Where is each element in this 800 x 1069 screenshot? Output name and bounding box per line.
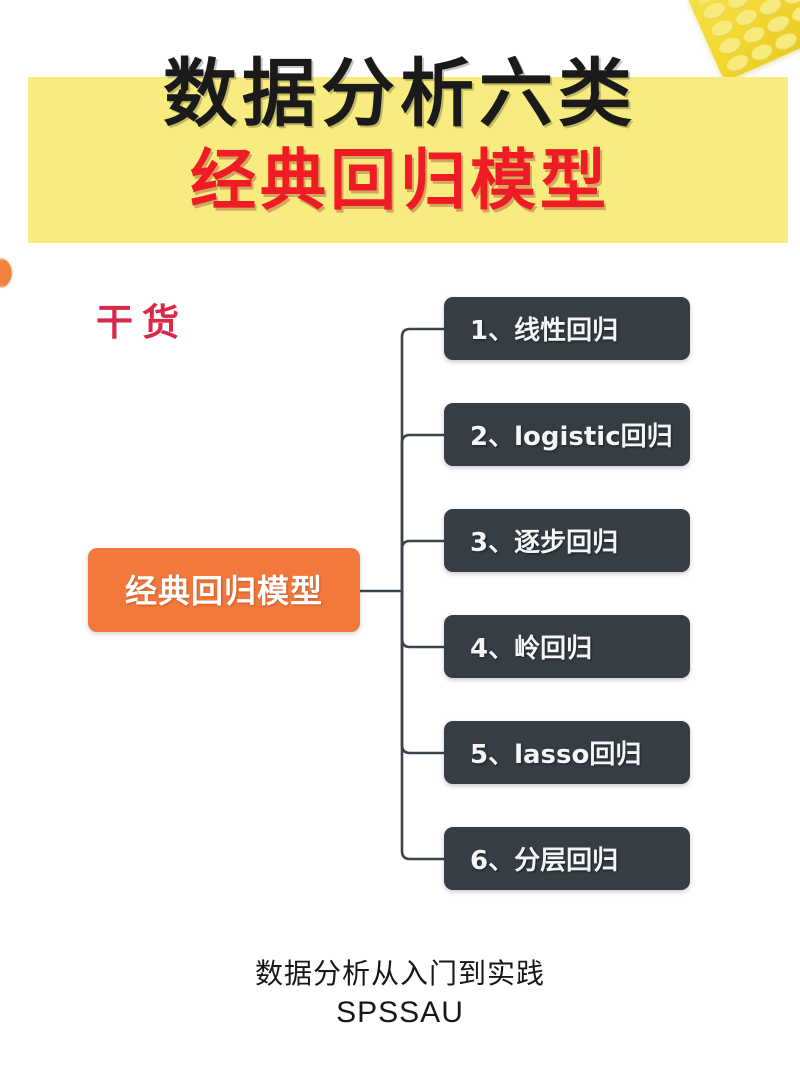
mindmap-node-4[interactable]: 4、岭回归 [444, 615, 690, 678]
mindmap-node-3[interactable]: 3、逐步回归 [444, 509, 690, 572]
page-title: 数据分析六类 [163, 51, 637, 137]
mindmap-node-label: 2、logistic回归 [470, 422, 673, 452]
page-subtitle: 经典回归模型 [190, 142, 610, 219]
mindmap-root-label: 经典回归模型 [124, 572, 323, 610]
footer-tagline: 数据分析从入门到实践 [254, 957, 545, 990]
header-title-block: 数据分析六类 经典回归模型 [0, 48, 800, 222]
footer-caption: 数据分析从入门到实践 SPSSAU [0, 955, 800, 1033]
mindmap-node-label: 1、线性回归 [470, 316, 619, 346]
orange-dot-icon [0, 258, 12, 288]
header-banner [28, 77, 788, 243]
mindmap-node-label: 5、lasso回归 [470, 740, 642, 770]
mindmap-node-2[interactable]: 2、logistic回归 [444, 403, 690, 466]
mindmap-node-label: 6、分层回归 [470, 846, 619, 876]
mindmap-node-1[interactable]: 1、线性回归 [444, 297, 690, 360]
mindmap-node-5[interactable]: 5、lasso回归 [444, 721, 690, 784]
mindmap-node-label: 4、岭回归 [470, 634, 593, 664]
footer-brand: SPSSAU [336, 996, 464, 1029]
mindmap-node-label: 3、逐步回归 [470, 528, 619, 558]
ganhuo-stamp: 干货 [96, 300, 188, 344]
mindmap-node-6[interactable]: 6、分层回归 [444, 827, 690, 890]
mindmap-root-node[interactable]: 经典回归模型 [88, 548, 360, 632]
